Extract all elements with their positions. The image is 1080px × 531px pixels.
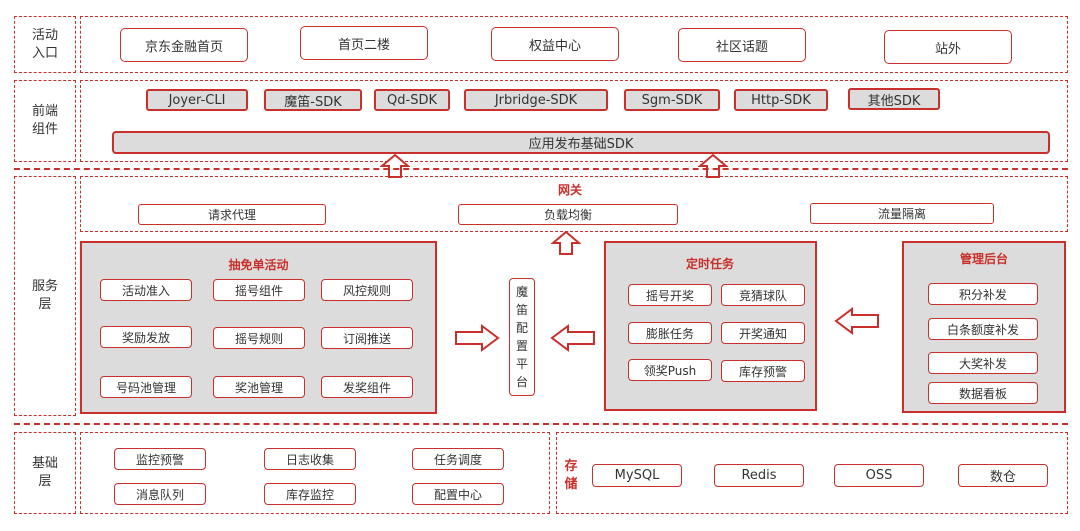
up-arrow-icon (551, 230, 581, 255)
timer-item: 膨胀任务 (628, 322, 712, 344)
gateway-box (80, 176, 1068, 232)
lottery-item: 奖池管理 (213, 376, 305, 398)
lottery-item: 摇号规则 (213, 327, 305, 349)
base-infra-box (80, 432, 550, 514)
storage-title: 存 储 (564, 459, 578, 492)
right-arrow-icon (455, 324, 500, 352)
timer-item: 开奖通知 (721, 322, 805, 344)
entry-community-topic: 社区话题 (678, 28, 806, 62)
sdk-http: Http-SDK (734, 89, 828, 111)
gateway-traffic-isolation: 流量隔离 (810, 203, 994, 224)
storage-item-mysql: MySQL (592, 464, 682, 487)
gateway-load-balance: 负载均衡 (458, 204, 678, 225)
storage-item-redis: Redis (714, 464, 804, 487)
gateway-title: 网关 (557, 183, 582, 197)
base-infra-item: 配置中心 (412, 483, 504, 505)
sdk-other: 其他SDK (848, 88, 940, 110)
lottery-item: 风控规则 (321, 279, 413, 301)
lottery-item: 订阅推送 (321, 327, 413, 349)
layer-separator (14, 168, 1068, 170)
left-arrow-icon (834, 307, 879, 335)
entry-layer-box (80, 16, 1068, 73)
admin-item: 数据看板 (928, 382, 1038, 404)
timer-item: 领奖Push (628, 359, 712, 381)
entry-external: 站外 (884, 30, 1012, 64)
lottery-title: 抽免单活动 (228, 258, 289, 272)
admin-item: 白条额度补发 (928, 318, 1038, 340)
base-infra-item: 监控预警 (114, 448, 206, 470)
entry-rights-center: 权益中心 (491, 27, 619, 61)
entry-jd-finance-home: 京东金融首页 (120, 28, 248, 62)
layer-separator (14, 423, 1068, 425)
frontend-layer-box (80, 80, 1068, 162)
sdk-jrbridge: Jrbridge-SDK (464, 89, 608, 111)
up-arrow-icon (380, 153, 410, 178)
storage-item-warehouse: 数仓 (958, 464, 1048, 487)
frontend-layer-label: 前端 组件 (14, 80, 76, 162)
base-infra-item: 消息队列 (114, 483, 206, 505)
lottery-item: 发奖组件 (321, 376, 413, 398)
lottery-item: 摇号组件 (213, 279, 305, 301)
admin-item: 积分补发 (928, 283, 1038, 305)
lottery-item: 号码池管理 (100, 376, 192, 398)
sdk-joyer-cli: Joyer-CLI (146, 89, 248, 111)
sdk-base-bar: 应用发布基础SDK (112, 131, 1050, 154)
timer-item: 库存预警 (721, 360, 805, 382)
admin-title: 管理后台 (959, 252, 1008, 266)
sdk-sgm: Sgm-SDK (624, 89, 720, 111)
admin-item: 大奖补发 (928, 352, 1038, 374)
sdk-qd: Qd-SDK (374, 89, 450, 111)
service-layer-label: 服务 层 (14, 176, 76, 416)
timer-item: 摇号开奖 (628, 284, 712, 306)
timer-title: 定时任务 (685, 257, 734, 271)
timer-item: 竞猜球队 (721, 284, 805, 306)
lottery-item: 活动准入 (100, 279, 192, 301)
base-infra-item: 日志收集 (264, 448, 356, 470)
storage-box (556, 432, 1068, 514)
base-infra-item: 库存监控 (264, 483, 356, 505)
lottery-item: 奖励发放 (100, 326, 192, 348)
config-platform: 魔 笛 配 置 平 台 (509, 278, 535, 396)
gateway-request-proxy: 请求代理 (138, 204, 326, 225)
entry-home-second-floor: 首页二楼 (300, 26, 428, 60)
storage-item-oss: OSS (834, 464, 924, 487)
base-layer-label: 基础 层 (14, 432, 76, 514)
left-arrow-icon (550, 324, 595, 352)
base-infra-item: 任务调度 (412, 448, 504, 470)
sdk-modi: 魔笛-SDK (264, 89, 362, 111)
entry-layer-label: 活动 入口 (14, 16, 76, 73)
up-arrow-icon (698, 153, 728, 178)
